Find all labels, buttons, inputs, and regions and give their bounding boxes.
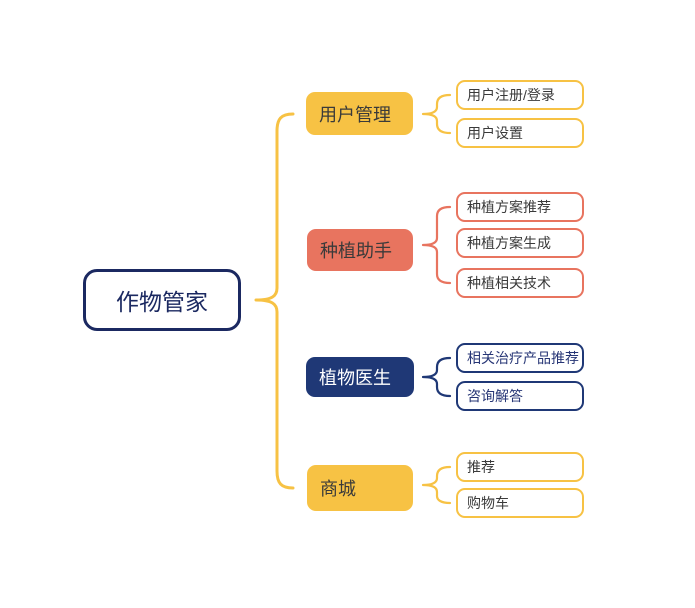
- child-shopping-cart[interactable]: 购物车: [456, 488, 584, 518]
- child-recommendations[interactable]: 推荐: [456, 452, 584, 482]
- branch-plant-doctor[interactable]: 植物医生: [306, 357, 414, 397]
- child-treatment-product-recommendation[interactable]: 相关治疗产品推荐: [456, 343, 584, 373]
- child-consultation-answers[interactable]: 咨询解答: [456, 381, 584, 411]
- brace-user-management: [421, 93, 452, 135]
- child-label: 相关治疗产品推荐: [467, 350, 579, 366]
- branch-label: 种植助手: [320, 241, 392, 261]
- child-label: 用户注册/登录: [467, 87, 555, 103]
- brace-planting-assistant: [421, 205, 452, 285]
- branch-mall[interactable]: 商城: [307, 465, 413, 511]
- child-plan-generation[interactable]: 种植方案生成: [456, 228, 584, 258]
- child-label: 种植相关技术: [467, 275, 551, 291]
- branch-planting-assistant[interactable]: 种植助手: [307, 229, 413, 271]
- child-plan-recommendation[interactable]: 种植方案推荐: [456, 192, 584, 222]
- child-label: 用户设置: [467, 125, 523, 141]
- child-label: 种植方案推荐: [467, 199, 551, 215]
- branch-label: 用户管理: [319, 104, 391, 125]
- child-label: 种植方案生成: [467, 235, 551, 251]
- branch-label: 商城: [320, 479, 356, 499]
- child-planting-techniques[interactable]: 种植相关技术: [456, 268, 584, 298]
- child-label: 购物车: [467, 495, 509, 511]
- branch-user-management[interactable]: 用户管理: [306, 92, 413, 135]
- root-node-crop-manager[interactable]: 作物管家: [83, 269, 241, 331]
- child-user-register-login[interactable]: 用户注册/登录: [456, 80, 584, 110]
- root-brace: [254, 112, 295, 490]
- child-user-settings[interactable]: 用户设置: [456, 118, 584, 148]
- child-label: 咨询解答: [467, 388, 523, 404]
- brace-plant-doctor: [421, 356, 452, 398]
- root-node-label: 作物管家: [116, 289, 208, 315]
- child-label: 推荐: [467, 459, 495, 475]
- branch-label: 植物医生: [319, 368, 391, 388]
- brace-mall: [421, 465, 452, 505]
